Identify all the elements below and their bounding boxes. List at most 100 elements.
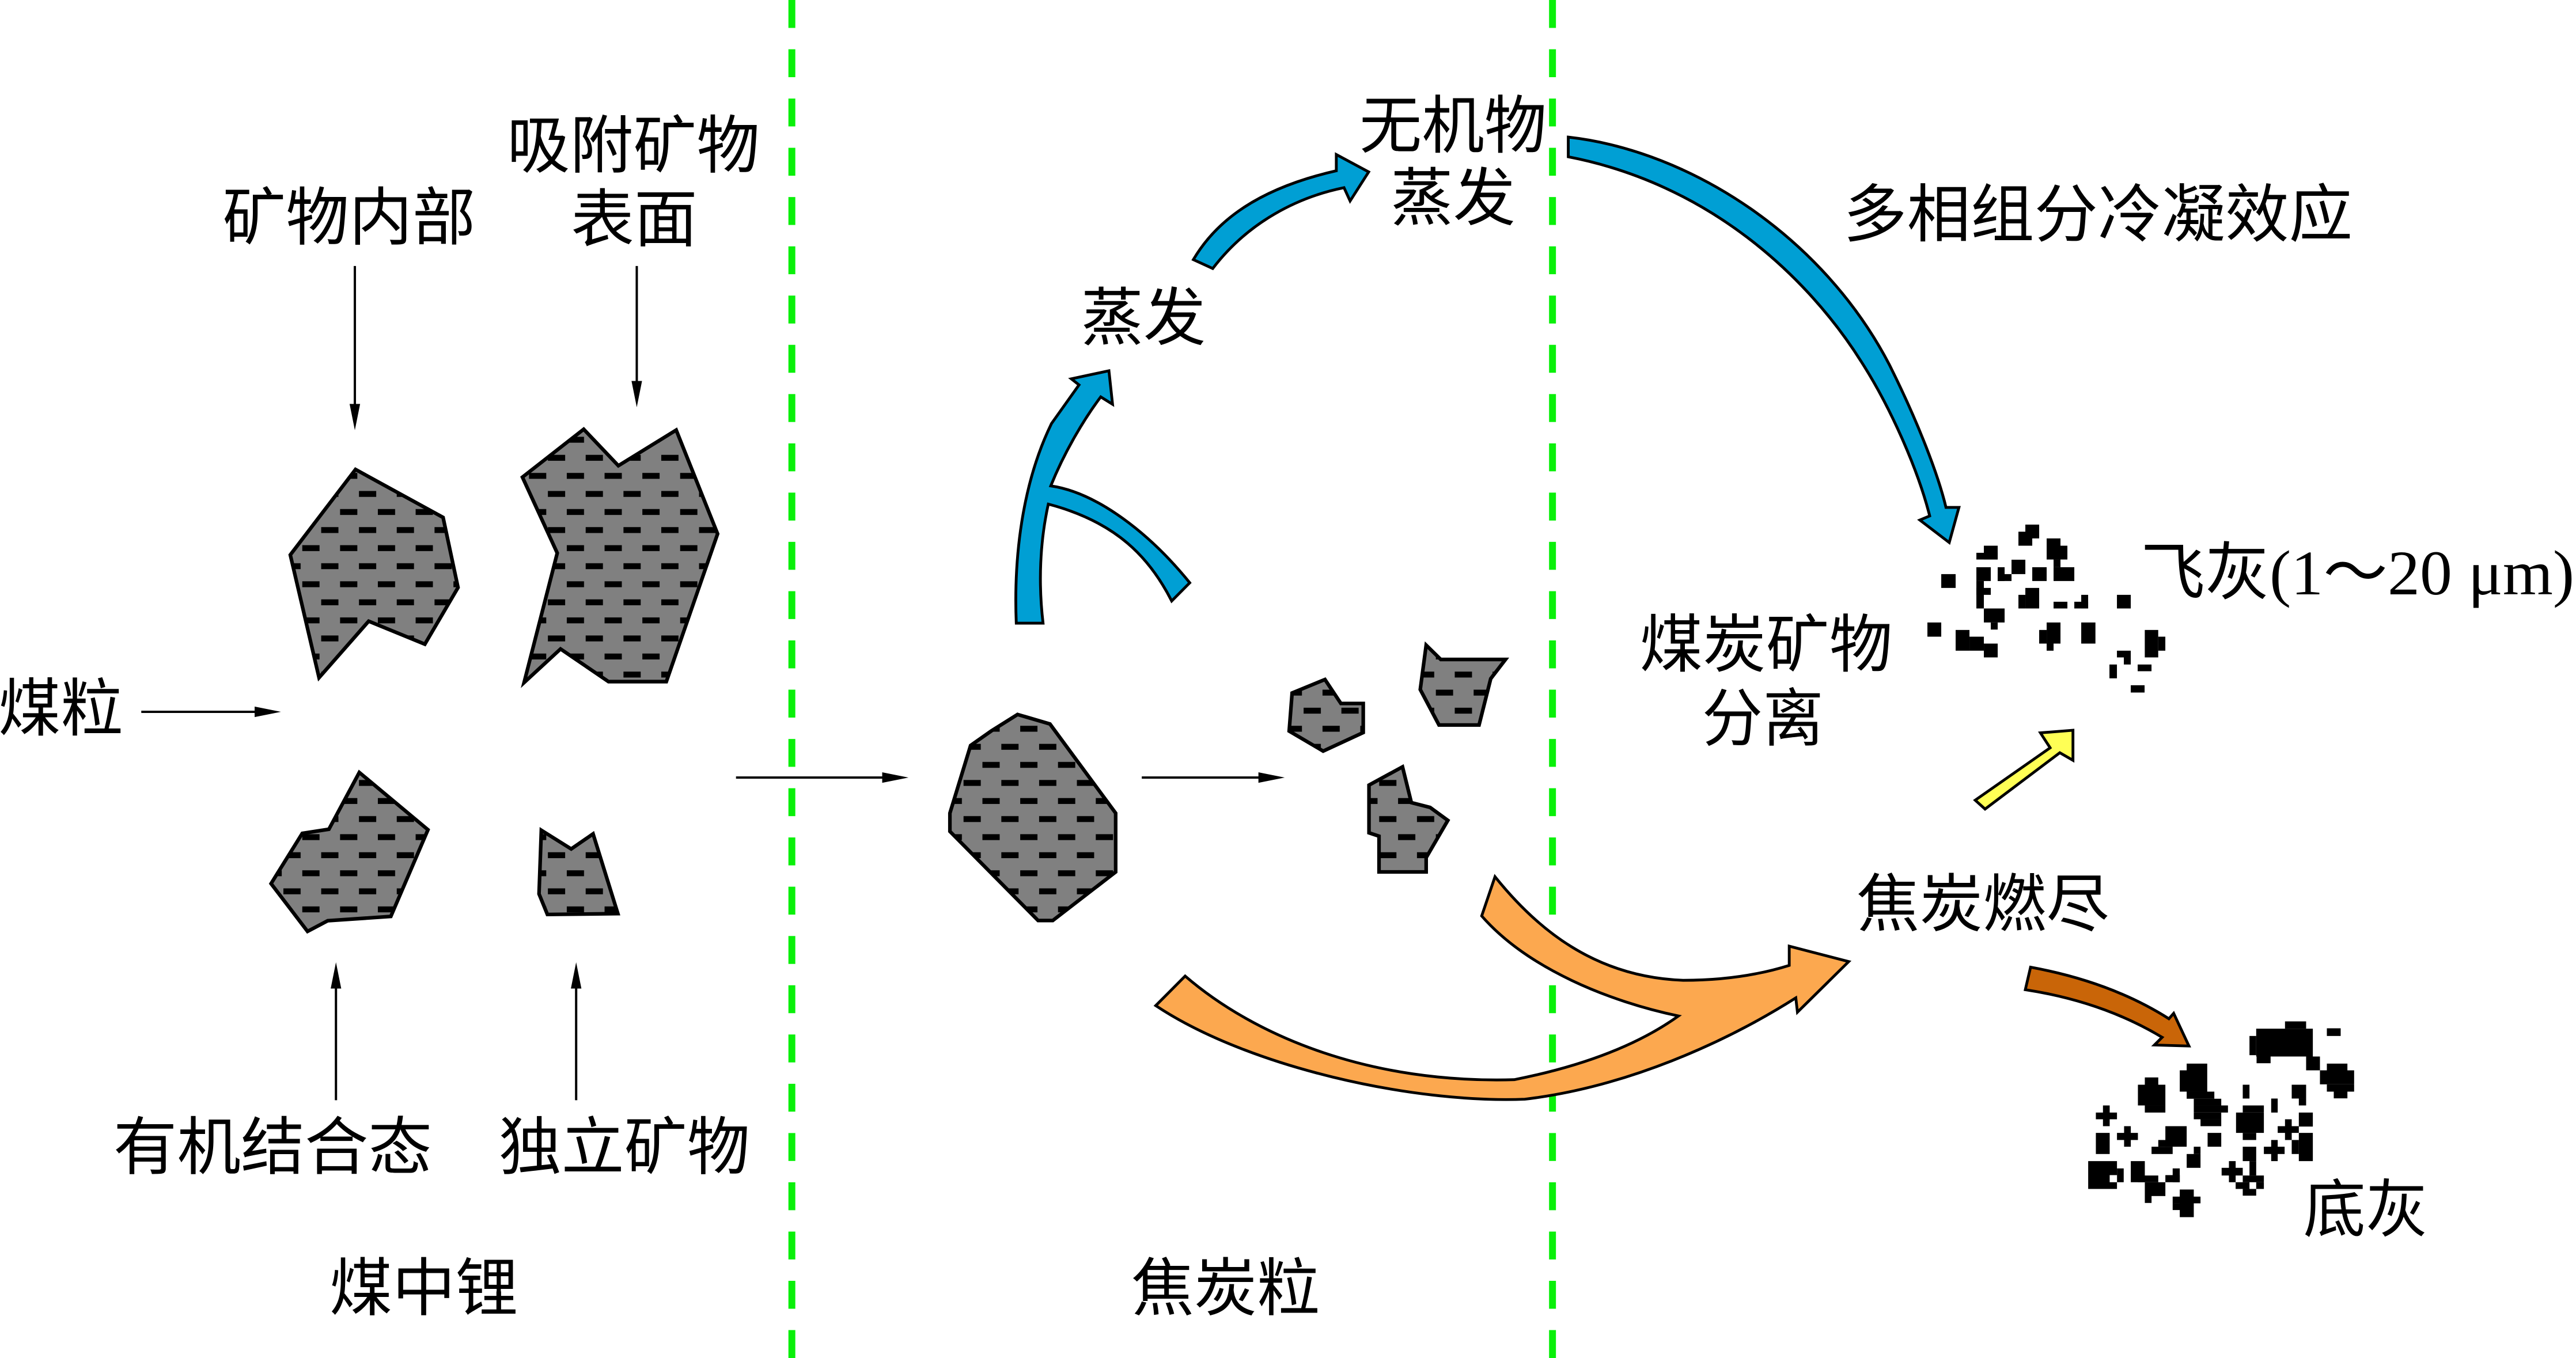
fly-ash-particle [1991,622,1998,630]
bottom-ash-particle [2278,1126,2299,1133]
label-fly-ash: 飞灰(1～20 μm) [2141,538,2574,608]
bottom-ash-particle [2145,1105,2166,1113]
char-fragment [1367,764,1450,874]
fly-ash-particle [2054,545,2068,560]
bottom-ash-particle [2145,1077,2158,1085]
bottom-ash-particle [2298,1133,2313,1162]
bottom-ash-particle [2187,1091,2215,1099]
fly-ash-particle [1941,574,1956,588]
fly-ash-cluster [1927,524,2166,693]
bottom-ash-particle [2327,1028,2341,1036]
fly-ash-particle [2138,664,2152,672]
fly-ash-particle [2047,643,2054,651]
bottom-ash-particle [2138,1084,2166,1106]
char-fragment [1418,641,1509,727]
arrow-head [255,706,281,718]
bottom-ash-particle [2145,1182,2166,1196]
arrow-coal-to-char [736,772,909,783]
bottom-ash-particle [2242,1084,2250,1099]
fly-ash-particle [1927,622,1942,637]
arrow-head [331,962,342,989]
bottom-ash-particle [2285,1021,2306,1029]
bottom-ash-particle [2158,1140,2173,1147]
fly-ash-particle [1976,587,1991,595]
label-mineral-separation-line1: 煤炭矿物 [1639,610,1892,681]
bottom-ash-particle [2236,1182,2250,1189]
arrow-head [631,381,642,408]
bottom-ash-particle [2200,1119,2222,1126]
evaporation-arrow-branching [1014,369,1192,625]
arrow-head [1258,772,1285,783]
bottom-ash-particle [2298,1112,2313,1127]
fly-ash-particle [2032,567,2047,581]
bottom-ash-particle [2291,1084,2306,1099]
label-inorganic-evaporation-line1: 无机物 [1359,92,1547,162]
fly-ash-particle [2011,559,2026,574]
label-char-burnout: 焦炭燃尽 [1857,870,2109,940]
arrow-coal-particle [141,706,281,718]
particle-independent-mineral [537,827,620,917]
bottom-ash-particle [2271,1098,2278,1113]
bottom-ash-particle [2172,1168,2180,1182]
bottom-ash-particle [2194,1147,2201,1154]
bottom-ash-particle [2229,1161,2236,1182]
arrow-head [882,772,909,783]
label-mineral-separation-line2: 分离 [1702,684,1824,754]
bottom-ash-particle [2249,1161,2256,1176]
bottom-ash-particle [2256,1056,2271,1064]
bottom-ash-particle [2096,1112,2117,1120]
bottom-ash-particle [2138,1175,2158,1182]
char-burnout-arrow [1153,874,1852,1101]
fly-ash-particle [2145,629,2158,658]
label-adsorbed-surface-line1: 吸附矿物 [507,111,760,181]
fly-ash-particle [1969,636,1984,651]
bottom-ash-particle [2327,1063,2348,1071]
bottom-ash-particle [2117,1168,2124,1182]
bottom-ash-particle [2194,1098,2222,1106]
arrow-adsorbed-surface [631,265,642,408]
fly-ash-particle [2117,594,2131,609]
bottom-ash-particle [2249,1035,2256,1056]
bottom-ash-particle [2242,1175,2264,1182]
fly-ash-particle [2074,601,2089,609]
bottom-ash-particle [2145,1196,2152,1203]
bottom-ash-particle [2291,1140,2299,1154]
fly-ash-particle [1998,574,2012,581]
bottom-ash-particle [2298,1098,2306,1106]
label-independent-mineral: 独立矿物 [499,1113,750,1183]
fly-ash-particle [2109,664,2117,678]
particle-mineral-interior [288,467,460,682]
fly-ash-particle [2039,629,2047,644]
bottom-ash-particle [2180,1070,2207,1092]
char-particle [948,712,1117,923]
bottom-ash-particle [2242,1105,2264,1113]
bottom-ash-particle [2242,1189,2256,1196]
bottom-ash-particle [2172,1196,2201,1204]
fly-ash-particle [2025,587,2040,609]
fly-ash-particle [1956,629,1970,651]
arrow-char-fragmentation [1142,772,1285,783]
bottom-ash-arrow [2024,965,2191,1048]
label-organic-bound: 有机结合态 [113,1113,432,1183]
fly-ash-particle [1984,608,2005,623]
bottom-ash-particle [2096,1133,2110,1154]
label-mineral-interior: 矿物内部 [222,183,475,253]
fly-ash-particle [2054,601,2068,609]
particle-organic-bound [268,769,430,934]
label-adsorbed-surface-line2: 表面 [571,185,698,255]
caption-char-particle: 焦炭粒 [1131,1254,1320,1324]
bottom-ash-particle [2194,1105,2228,1113]
fly-ash-particle [2054,567,2075,581]
bottom-ash-particle-gap [2109,1175,2117,1182]
bottom-ash-particle [2256,1029,2313,1057]
arrow-mineral-interior [349,265,361,431]
bottom-ash-particle [2117,1133,2138,1140]
condensation-arrow [1567,135,1961,545]
fly-ash-particle [2124,657,2131,665]
fly-ash-particle [1976,567,1991,581]
label-coal-particle: 煤粒 [0,674,123,745]
bottom-ash-particle [2088,1161,2117,1189]
label-evaporation: 蒸发 [1081,283,1206,354]
bottom-ash-particle [2151,1147,2173,1154]
